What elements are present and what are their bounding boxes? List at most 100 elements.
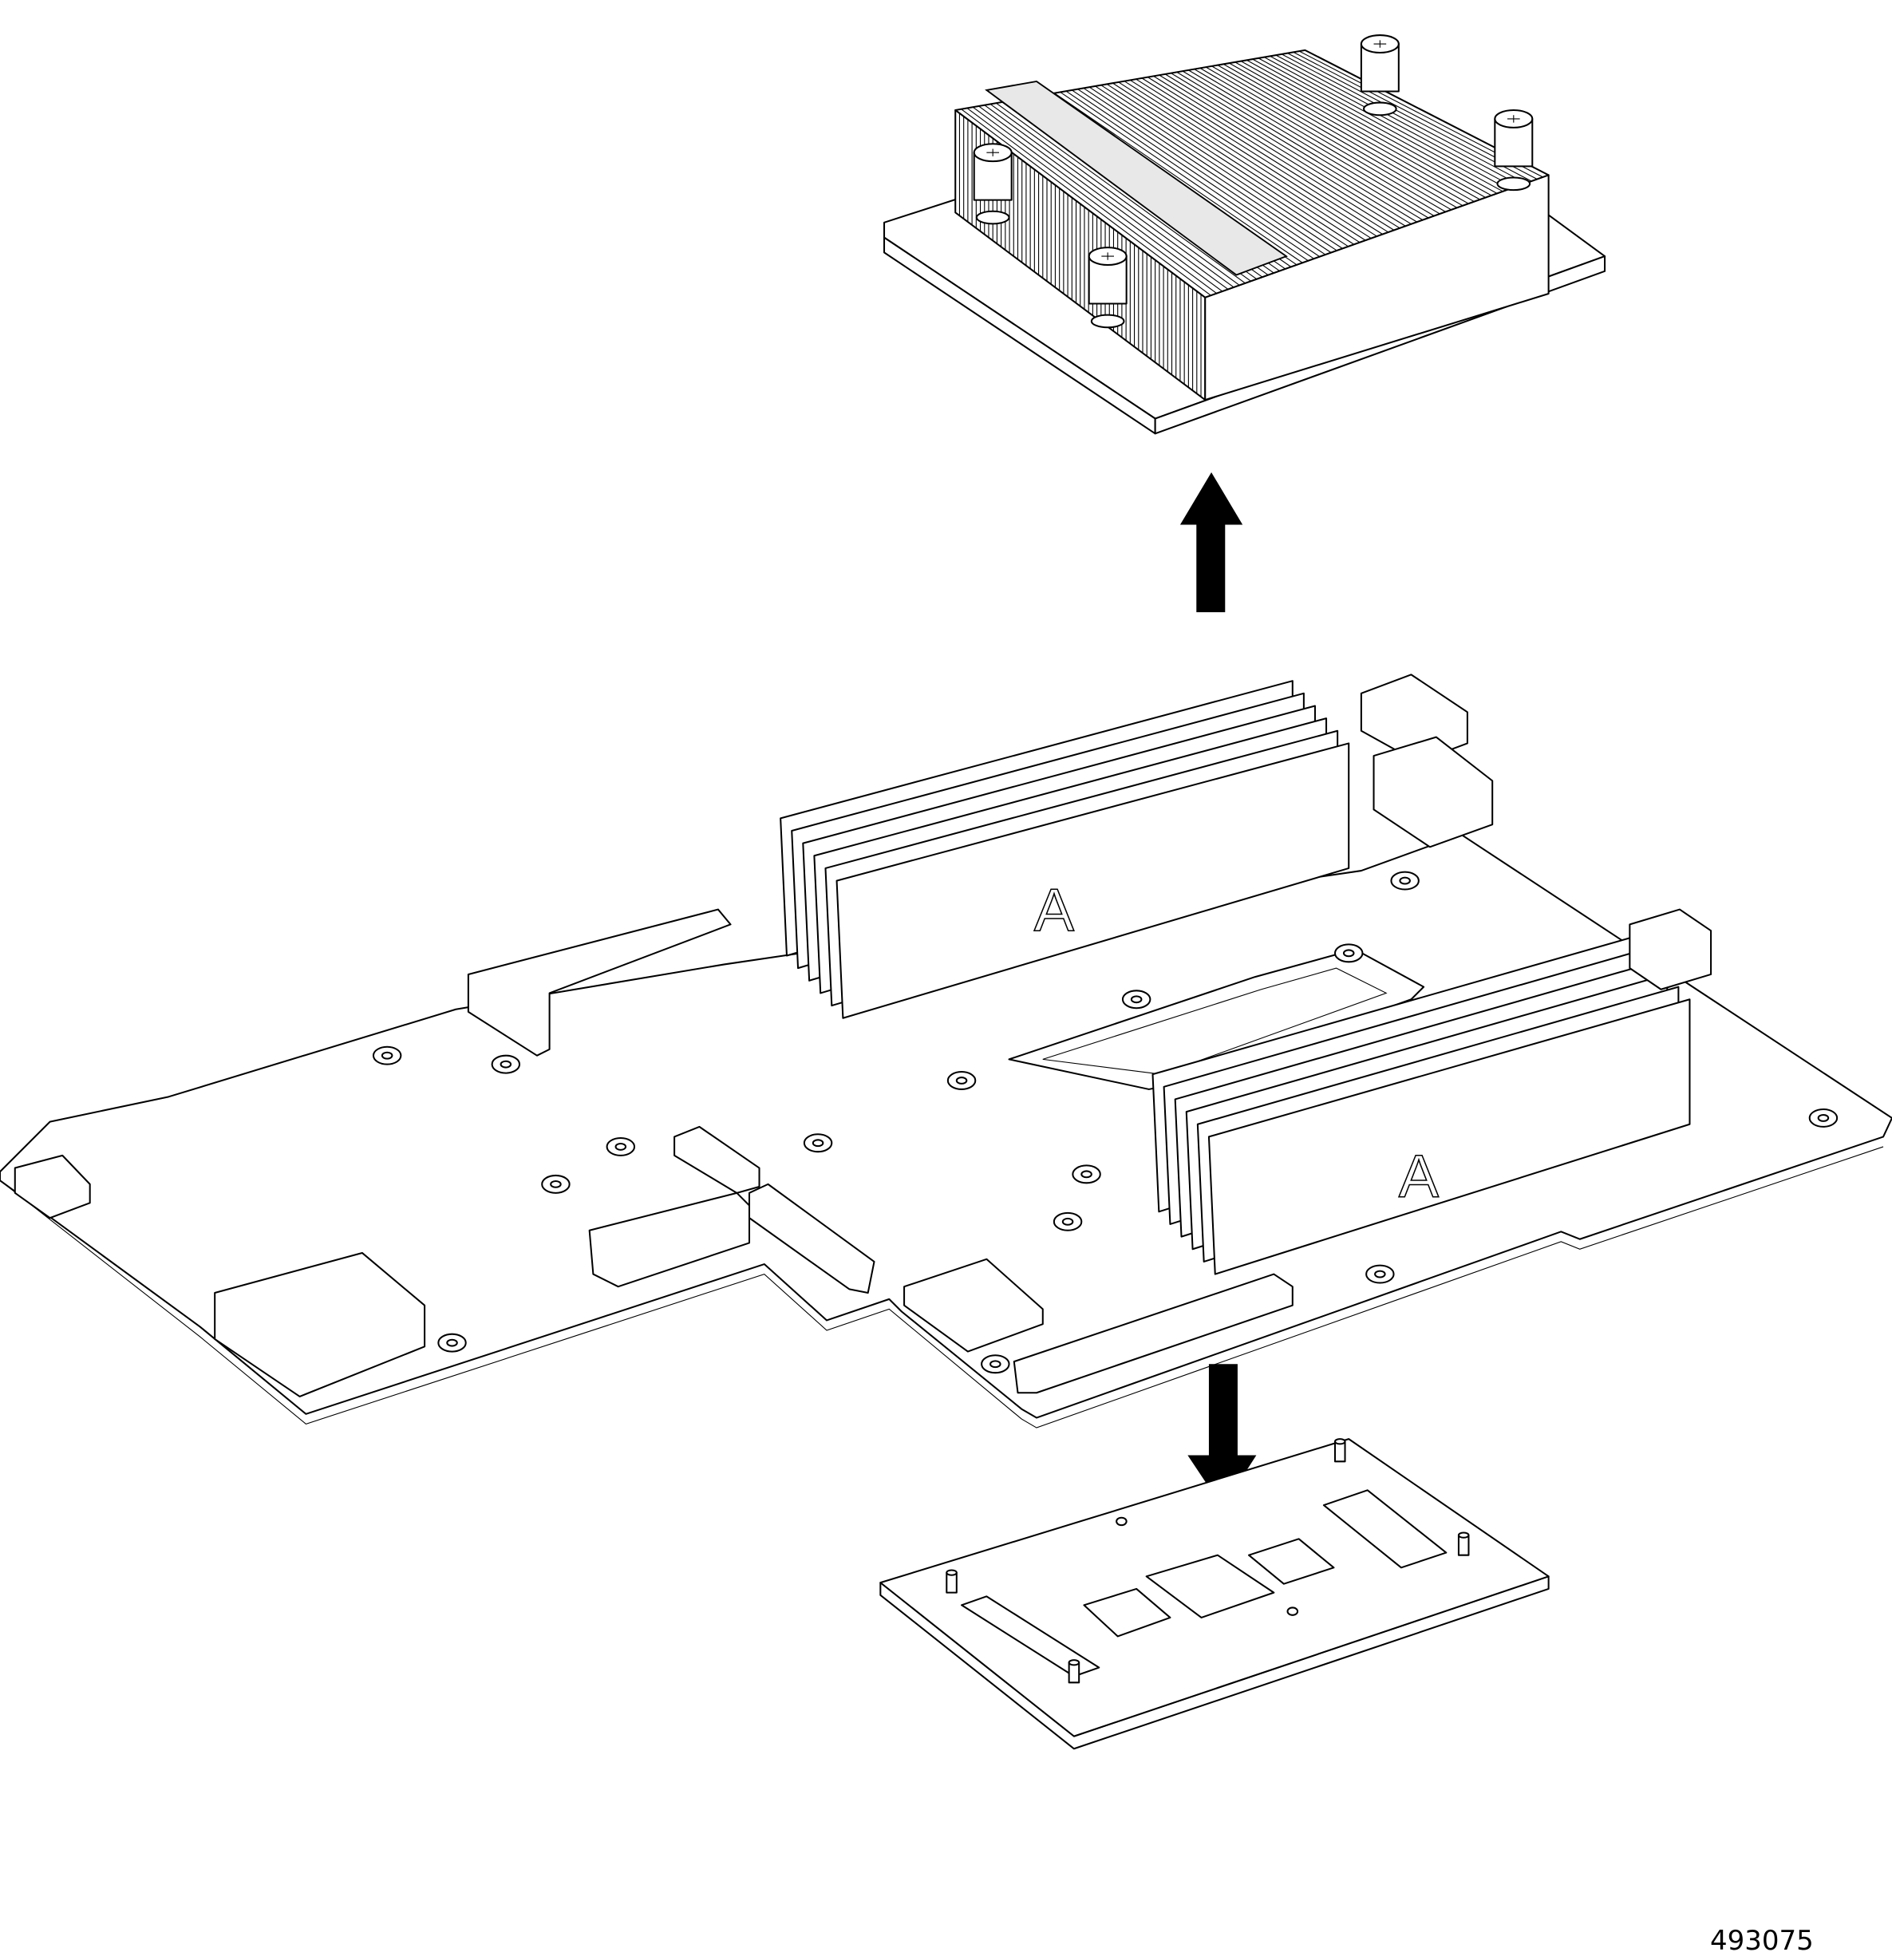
fin-line	[1054, 93, 1303, 263]
fin-line	[1106, 83, 1355, 245]
fin-line	[1088, 86, 1337, 251]
mount-hole-center	[1399, 876, 1411, 885]
fin-line	[1194, 69, 1440, 215]
fin-line	[1217, 65, 1463, 207]
dimm-bank-upper	[780, 680, 1350, 1019]
tpm-module	[903, 1258, 1044, 1353]
fin-line	[1188, 69, 1435, 216]
dimm-module	[835, 742, 1350, 1019]
mount-hole-center	[1374, 1270, 1386, 1278]
fin-line	[1264, 57, 1509, 190]
plate-cutout-3	[1145, 1554, 1275, 1618]
fin-line	[1287, 53, 1532, 182]
fin-line	[1176, 71, 1424, 221]
screw-body	[973, 152, 1013, 201]
stud-top	[1068, 1659, 1080, 1666]
power-connector-2	[1373, 736, 1494, 848]
fin-line	[1100, 85, 1349, 247]
screw-spring	[975, 210, 1010, 225]
fin-line	[1095, 85, 1343, 249]
fin-line	[996, 102, 1246, 284]
arrow-up-icon	[1179, 472, 1243, 613]
fin-line	[1153, 75, 1400, 229]
fin-line	[1234, 61, 1480, 200]
fin-line	[972, 106, 1223, 292]
motherboard: A A	[0, 674, 1892, 1429]
mount-hole-center	[1061, 1217, 1074, 1226]
stud-top	[1457, 1531, 1470, 1539]
fin-line	[1112, 82, 1361, 243]
dimm-label-lower: A	[1399, 1143, 1439, 1210]
mount-hole-center	[1080, 1170, 1092, 1179]
fin-line	[1275, 54, 1521, 186]
figure-number: 493075	[1710, 1925, 1814, 1957]
mount-hole-center	[1817, 1114, 1830, 1122]
fin-line	[1240, 61, 1486, 198]
fin-line	[1229, 62, 1475, 203]
mount-hole-center	[989, 1360, 1001, 1369]
screw-cross	[986, 148, 1000, 156]
plate-cutout-5	[1322, 1489, 1448, 1569]
fin-line	[961, 109, 1211, 296]
pcie-slot-lower	[1013, 1273, 1294, 1394]
mount-hole-center	[381, 1051, 393, 1060]
fin-line	[1206, 66, 1452, 211]
mount-hole-center	[446, 1338, 458, 1347]
screw-cross	[1373, 40, 1387, 48]
fin-line	[1182, 70, 1429, 219]
plate-cutout-2	[1083, 1587, 1171, 1638]
fin-line	[984, 105, 1234, 288]
fin-line	[1077, 89, 1326, 255]
fin-line	[1211, 65, 1458, 208]
pcie-slot-vertical	[673, 1125, 760, 1194]
dimm-bank-lower	[1151, 935, 1691, 1275]
fin-line	[1222, 63, 1469, 204]
fin-line	[1118, 81, 1366, 241]
mount-hole-center	[812, 1139, 824, 1148]
fin-line	[1065, 90, 1314, 259]
plate-studs	[946, 1438, 1470, 1684]
screw-icon	[1088, 247, 1128, 329]
screw-spring	[1090, 314, 1125, 329]
mount-hole-center	[955, 1077, 968, 1085]
stud-top	[946, 1569, 958, 1576]
dimm-module	[1207, 998, 1691, 1275]
power-connector-8pin	[1629, 908, 1712, 990]
fin-line	[1136, 78, 1383, 235]
plate-cutout-4	[1247, 1538, 1335, 1585]
rj45-port-block	[214, 1251, 426, 1397]
fin-line	[1270, 55, 1515, 188]
fin-line	[1252, 58, 1498, 194]
fin-line	[978, 105, 1229, 290]
fin-line	[1171, 73, 1417, 223]
mount-hole-center	[1342, 949, 1355, 958]
screw-body	[1494, 117, 1534, 168]
heatsink-center-band	[985, 80, 1288, 276]
fin-line	[966, 108, 1217, 294]
cpu-socket-inner	[1042, 967, 1388, 1075]
fin-line	[1124, 81, 1372, 239]
fin-line	[1281, 53, 1527, 184]
screw-icon	[1360, 34, 1400, 117]
fin-line	[1164, 73, 1412, 225]
fin-line	[989, 104, 1240, 286]
mount-hole-center	[500, 1060, 512, 1069]
fin-line	[1246, 59, 1492, 196]
fin-line	[1083, 87, 1332, 253]
mount-hole-center	[614, 1142, 627, 1151]
fin-line	[1141, 77, 1389, 233]
mounting-holes	[372, 871, 1839, 1374]
pcie-slot-diagonal	[748, 1183, 875, 1294]
fin-line	[1130, 79, 1377, 237]
screw-icon	[973, 143, 1013, 225]
mount-hole-center	[550, 1180, 562, 1188]
pcie-slot-upper	[467, 908, 732, 1057]
screw-cross	[1507, 115, 1520, 123]
screw-cross	[1101, 252, 1114, 260]
heatsink-screws	[973, 34, 1534, 329]
plate-cutout-1	[961, 1595, 1100, 1677]
dimm-label-upper: A	[1034, 876, 1074, 943]
bottom-plate	[879, 1438, 1550, 1750]
